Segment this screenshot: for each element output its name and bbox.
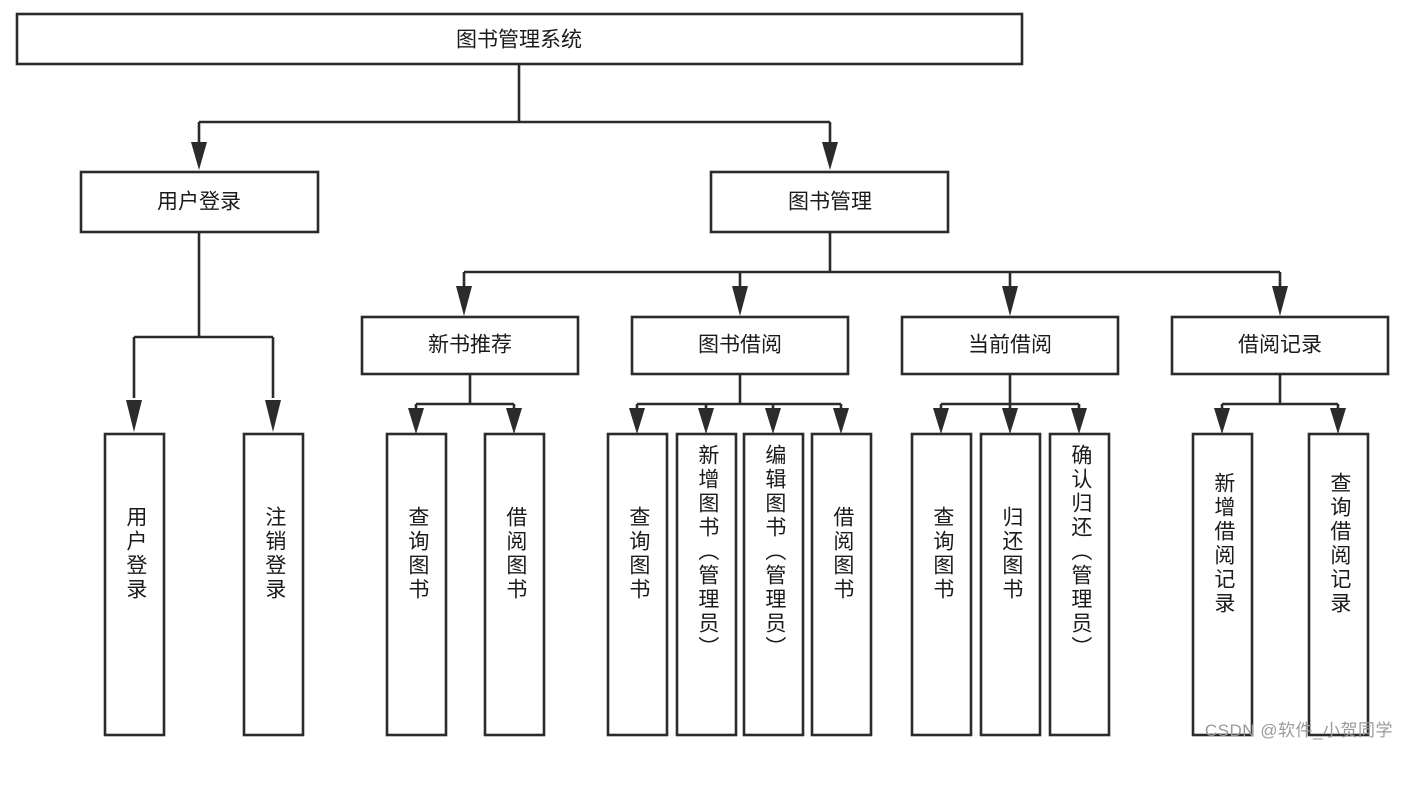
node-label-root: 图书管理系统 bbox=[456, 29, 582, 52]
arrow-bb-l3 bbox=[765, 408, 781, 434]
edges-group bbox=[126, 64, 1346, 434]
node-box-leaf-return-book[interactable] bbox=[979, 432, 1042, 737]
flowchart-svg: 图书管理系统 用户登录 图书管理 新书推荐 图书借阅 当前借阅 借阅记录 bbox=[15, 12, 1390, 737]
node-box-leaf-add-book[interactable] bbox=[675, 432, 738, 737]
nodes-group: 图书管理系统 用户登录 图书管理 新书推荐 图书借阅 当前借阅 借阅记录 bbox=[15, 12, 1390, 737]
node-label-book-borrow: 图书借阅 bbox=[698, 334, 782, 357]
arrow-ul-to-leaf2 bbox=[265, 400, 281, 432]
node-box-leaf-add-record[interactable] bbox=[1191, 432, 1254, 737]
node-box-leaf-query-record[interactable] bbox=[1307, 432, 1370, 737]
arrow-nbr-l2 bbox=[506, 408, 522, 434]
arrow-br-l1 bbox=[1214, 408, 1230, 434]
arrow-bb-l4 bbox=[833, 408, 849, 434]
arrow-bb-l2 bbox=[698, 408, 714, 434]
csdn-watermark: CSDN @软件_小贺同学 bbox=[1204, 721, 1393, 740]
node-box-leaf-confirm-return[interactable] bbox=[1048, 432, 1111, 737]
node-box-root[interactable] bbox=[15, 12, 1024, 66]
arrow-cb-l2 bbox=[1002, 408, 1018, 434]
arrow-cb-l3 bbox=[1071, 408, 1087, 434]
node-box-leaf-user-login[interactable] bbox=[103, 432, 166, 737]
node-label-borrow-record: 借阅记录 bbox=[1238, 334, 1322, 357]
node-box-user-login[interactable] bbox=[79, 170, 320, 234]
node-box-leaf-query-book-1[interactable] bbox=[385, 432, 448, 737]
arrow-bm-to-c3 bbox=[1002, 286, 1018, 316]
node-label-current-borrow: 当前借阅 bbox=[968, 334, 1052, 357]
arrow-cb-l1 bbox=[933, 408, 949, 434]
node-box-leaf-query-book-3[interactable] bbox=[910, 432, 973, 737]
node-label-user-login: 用户登录 bbox=[157, 191, 241, 214]
arrow-bm-to-c4 bbox=[1272, 286, 1288, 316]
node-box-leaf-borrow-book-2[interactable] bbox=[810, 432, 873, 737]
arrow-bm-to-c1 bbox=[456, 286, 472, 316]
arrow-ul-to-leaf1 bbox=[126, 400, 142, 432]
node-box-borrow-record[interactable] bbox=[1170, 315, 1390, 376]
node-box-current-borrow[interactable] bbox=[900, 315, 1120, 376]
node-box-leaf-edit-book[interactable] bbox=[742, 432, 805, 737]
node-box-leaf-borrow-book-1[interactable] bbox=[483, 432, 546, 737]
arrow-bm-to-c2 bbox=[732, 286, 748, 316]
arrow-root-to-book-manage bbox=[822, 142, 838, 170]
arrow-root-to-user-login bbox=[191, 142, 207, 170]
arrow-bb-l1 bbox=[629, 408, 645, 434]
arrow-br-l2 bbox=[1330, 408, 1346, 434]
diagram-canvas: 图书管理系统 用户登录 图书管理 新书推荐 图书借阅 当前借阅 借阅记录 bbox=[15, 12, 1393, 740]
node-box-leaf-query-book-2[interactable] bbox=[606, 432, 669, 737]
arrow-nbr-l1 bbox=[408, 408, 424, 434]
node-box-leaf-logout-login[interactable] bbox=[242, 432, 305, 737]
node-box-book-manage[interactable] bbox=[709, 170, 950, 234]
node-box-new-book-rec[interactable] bbox=[360, 315, 580, 376]
node-box-book-borrow[interactable] bbox=[630, 315, 850, 376]
node-label-new-book-rec: 新书推荐 bbox=[428, 334, 512, 357]
node-label-book-manage: 图书管理 bbox=[788, 191, 872, 214]
